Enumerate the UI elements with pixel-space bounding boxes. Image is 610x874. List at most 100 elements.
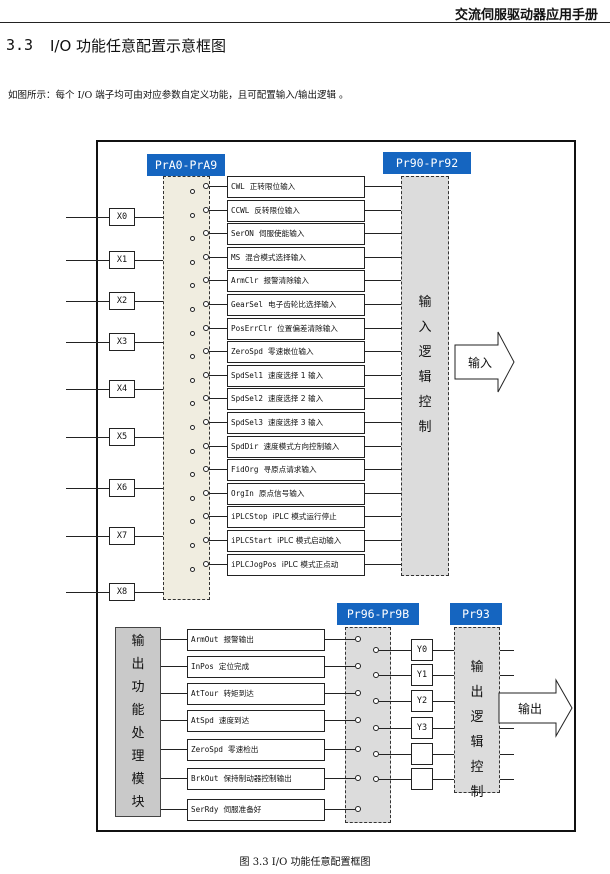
input-logic-text: 输入逻辑控制 [418,295,432,435]
input-node-circle [203,253,209,260]
x-terminal-box: X5 [109,428,135,446]
terminal-lead-line [66,437,109,438]
connector-line [500,650,514,651]
panel-node-circle [190,448,195,454]
input-function-desc: 速度选择 2 输入 [268,394,324,404]
y-terminal-box: Y0 [411,639,433,661]
input-function-desc: 速度选择 3 输入 [268,418,324,427]
terminal-lead-line [135,342,163,343]
output-processing-module [115,627,161,817]
input-function-desc: 混合模式选择输入 [245,252,306,262]
connector-line [433,675,454,676]
connector-line [379,754,411,755]
panel-node-circle [373,776,379,782]
input-node-circle [203,206,209,213]
input-node-circle [203,371,209,378]
input-node-circle [203,277,209,284]
panel-node-circle [190,566,195,572]
panel-node-circle [190,354,195,360]
connector-line [325,749,355,750]
connector-line [365,304,401,305]
terminal-lead-line [66,488,109,489]
input-logic-param-label: Pr90-Pr92 [383,152,471,174]
output-function-code: InPos [191,662,214,671]
panel-node-circle [190,425,195,430]
input-node-circle [203,442,209,449]
output-node-circle [355,690,361,696]
input-function-desc: iPLC 模式运行停止 [272,512,337,522]
header-rule [0,22,610,23]
x-terminal-box: X4 [109,380,135,398]
connector-line [365,351,401,353]
input-function-code: SpdDir [231,441,259,451]
input-param-label: PrA0-PrA9 [147,154,225,176]
input-function-desc: 速度模式方向控制输入 [263,441,340,451]
y-terminal-box [411,743,433,765]
output-function-code: ArmOut [191,635,219,644]
panel-node-circle [373,672,379,678]
x-terminal-box: X7 [109,527,135,545]
input-function-desc: 正转限位输入 [249,182,296,191]
terminal-lead-line [135,260,163,261]
output-function-code: BrkOut [191,774,219,783]
terminal-lead-line [66,592,109,593]
connector-line [379,701,411,702]
input-function-code: iPLCStart [231,536,273,545]
connector-line [209,445,227,447]
connector-line [209,398,227,400]
panel-node-circle [373,698,379,704]
input-function-box: SpdDir 速度模式方向控制输入 [227,435,365,458]
panel-node-circle [190,236,195,242]
panel-node-circle [190,212,195,218]
input-function-box: iPLCStop iPLC 模式运行停止 [227,506,365,529]
input-node-circle [203,301,209,307]
y-terminal-box: Y1 [411,664,433,686]
connector-line [433,754,454,755]
connector-line [209,492,227,494]
input-function-code: SpdSel3 [231,418,264,427]
input-function-code: SpdSel1 [231,370,264,380]
output-logic-text: 输出逻辑控制 [470,660,484,800]
terminal-lead-line [66,389,109,390]
connector-line [209,469,227,471]
connector-line [433,701,454,702]
input-function-code: ZeroSpd [231,347,264,357]
input-arrow-label: 输入 [467,356,492,370]
connector-line [500,675,514,676]
output-function-desc: 零速检出 [228,745,259,754]
terminal-lead-line [66,301,109,302]
connector-line [379,650,411,651]
input-function-code: SpdSel2 [231,394,264,404]
output-function-code: SerRdy [191,805,219,814]
terminal-lead-line [135,536,163,537]
terminal-lead-line [135,217,163,218]
connector-line [365,374,401,376]
connector-line [433,650,454,651]
input-function-code: iPLCStop [231,512,268,522]
section-number: 3.3 [6,36,34,54]
terminal-lead-line [66,536,109,537]
connector-line [161,666,187,667]
connector-line [365,280,401,282]
input-node-circle [203,324,209,331]
connector-line [209,327,227,329]
connector-line [365,327,401,329]
output-arrow-label: 输出 [517,702,542,716]
output-function-desc: 保持制动器控制输出 [223,774,292,783]
input-node-circle [203,537,209,543]
input-function-box: SpdSel3 速度选择 3 输入 [227,412,365,434]
connector-line [365,516,401,518]
connector-line [209,516,227,518]
connector-line [161,749,187,750]
input-mapping-panel [163,176,210,600]
x-terminal-box: X3 [109,333,135,351]
